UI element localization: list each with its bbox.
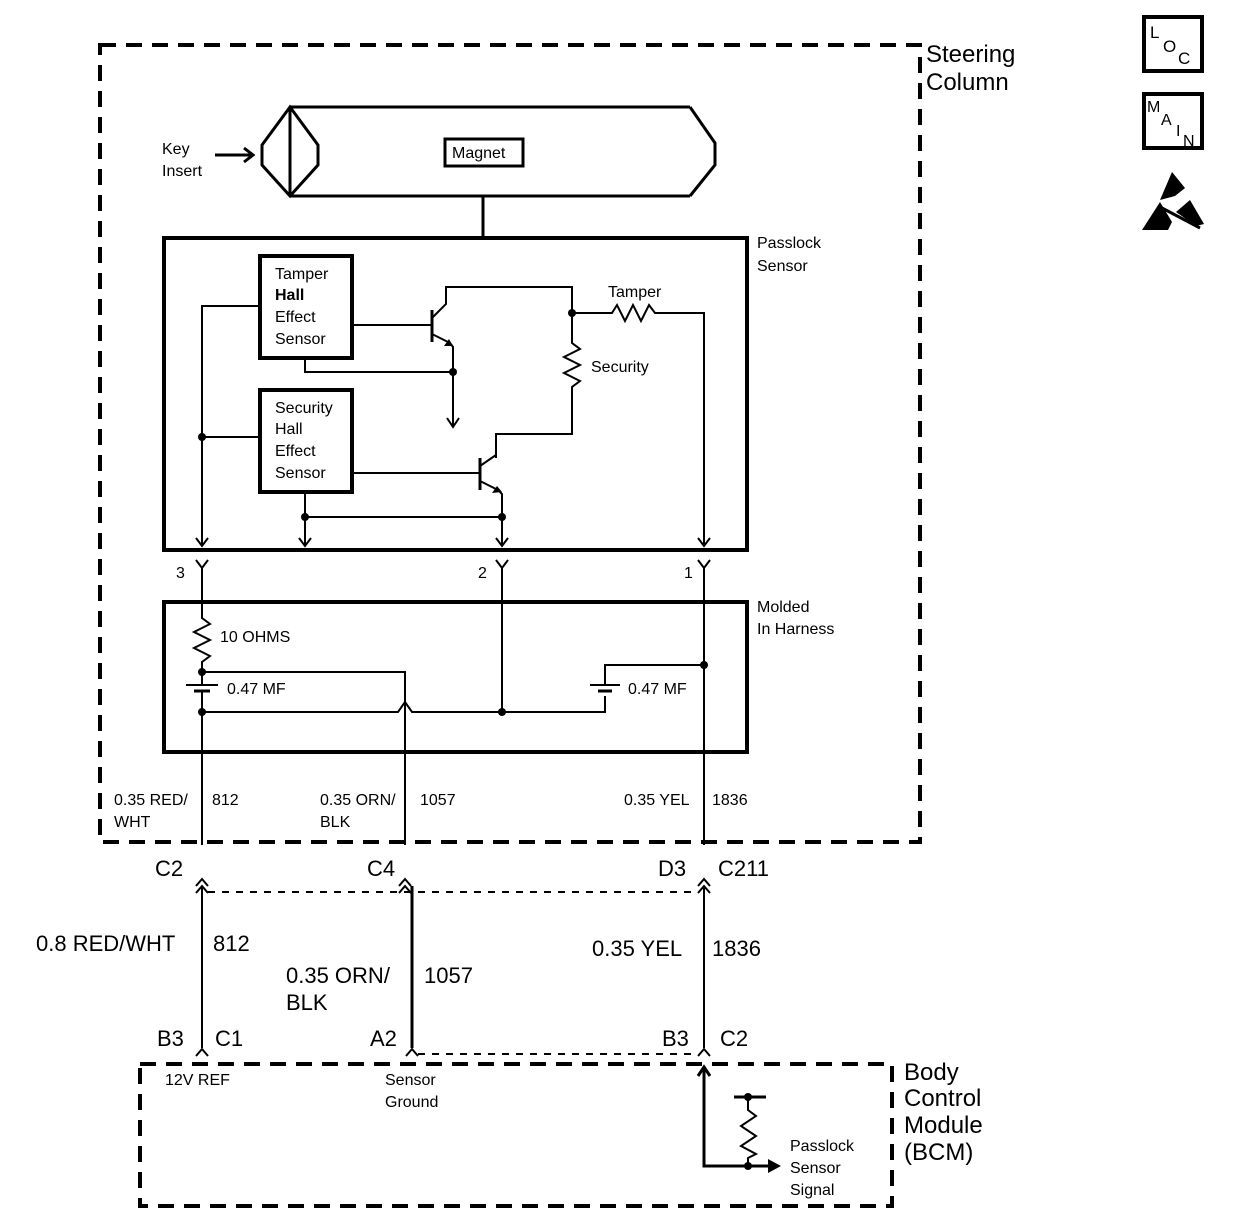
resistor-10-ohms: [191, 568, 213, 672]
security-resistor-label: Security: [591, 359, 649, 376]
molded-harness-label-2: In Harness: [757, 621, 834, 638]
svg-text:D3: D3: [658, 856, 686, 881]
passlock-sensor-box: [162, 236, 749, 552]
pin-1-label: 1: [684, 565, 693, 582]
sensor-ground-label: Sensor: [385, 1072, 436, 1089]
security-resistor: [495, 313, 583, 458]
key-insert-label: Key: [162, 141, 190, 158]
key-insert-arrow-icon: [215, 146, 256, 164]
svg-text:C: C: [1178, 49, 1190, 68]
passlock-sensor-label: Passlock: [757, 235, 822, 252]
pullup-resistor: [739, 1097, 759, 1166]
bcm-connector-c1[interactable]: B3 C1: [157, 1026, 243, 1057]
svg-text:Signal: Signal: [790, 1182, 834, 1199]
steering-column-label-2: Column: [926, 69, 1009, 96]
pin-2-terminal: [495, 559, 509, 570]
svg-text:C2: C2: [155, 856, 183, 881]
tamper-resistor-label: Tamper: [608, 284, 662, 301]
molded-harness-label: Molded: [757, 599, 809, 616]
magnet-label: Magnet: [452, 145, 506, 162]
esd-warning-icon[interactable]: [1142, 172, 1204, 230]
svg-text:0.35 RED/: 0.35 RED/: [114, 792, 188, 809]
svg-text:BLK: BLK: [320, 814, 351, 831]
svg-text:Effect: Effect: [275, 443, 316, 460]
svg-text:1057: 1057: [420, 792, 456, 809]
svg-text:C4: C4: [367, 856, 395, 881]
bcm-label: Body Control Module (BCM): [904, 1059, 983, 1166]
svg-text:B3: B3: [157, 1026, 184, 1051]
sensor-ground-label-2: Ground: [385, 1094, 438, 1111]
svg-text:M: M: [1147, 99, 1160, 116]
svg-text:Sensor: Sensor: [790, 1160, 841, 1177]
svg-text:0.8 RED/WHT: 0.8 RED/WHT: [36, 931, 175, 956]
loc-icon[interactable]: L O C: [1142, 15, 1204, 73]
12v-ref-label: 12V REF: [165, 1072, 230, 1089]
svg-text:N: N: [1183, 133, 1195, 150]
svg-text:Body: Body: [904, 1059, 959, 1086]
inner-wire-1057: 0.35 ORN/ BLK 1057: [320, 792, 456, 831]
capacitor-right-label: 0.47 MF: [628, 681, 687, 698]
passlock-signal-circuit: [696, 1064, 781, 1173]
outer-wire-1836: 0.35 YEL 1836: [592, 936, 761, 961]
tamper-resistor: [572, 302, 705, 545]
svg-text:(BCM): (BCM): [904, 1139, 973, 1166]
passlock-sensor-label-2: Sensor: [757, 258, 808, 275]
svg-text:1836: 1836: [712, 936, 761, 961]
svg-text:1057: 1057: [424, 963, 473, 988]
svg-text:Hall: Hall: [275, 287, 304, 304]
svg-text:Tamper: Tamper: [275, 266, 329, 283]
tamper-transistor: [352, 286, 573, 429]
svg-text:BLK: BLK: [286, 990, 328, 1015]
connector-c211-name: C211: [718, 856, 769, 881]
svg-text:0.35 ORN/: 0.35 ORN/: [320, 792, 396, 809]
svg-text:Effect: Effect: [275, 309, 316, 326]
resistor-label: 10 OHMS: [220, 629, 290, 646]
svg-text:L: L: [1150, 23, 1159, 42]
svg-text:0.35 YEL: 0.35 YEL: [624, 792, 690, 809]
svg-text:1836: 1836: [712, 792, 748, 809]
svg-text:Control: Control: [904, 1085, 981, 1112]
security-transistor: [352, 454, 509, 548]
main-icon[interactable]: M A I N: [1142, 92, 1204, 150]
svg-text:C1: C1: [215, 1026, 243, 1051]
svg-text:Passlock: Passlock: [790, 1138, 855, 1155]
svg-text:0.35 ORN/: 0.35 ORN/: [286, 963, 391, 988]
pin-2-label: 2: [478, 565, 487, 582]
pin-1-terminal: [697, 559, 711, 570]
steering-column-label: Steering: [926, 41, 1015, 68]
key-insert-label-2: Insert: [162, 163, 203, 180]
svg-text:Security: Security: [275, 400, 333, 417]
svg-text:A: A: [1161, 112, 1172, 129]
svg-text:B3: B3: [662, 1026, 689, 1051]
inner-wire-812: 0.35 RED/ WHT 812: [114, 792, 239, 831]
svg-text:Module: Module: [904, 1112, 983, 1139]
capacitor-left-label: 0.47 MF: [227, 681, 286, 698]
svg-text:812: 812: [212, 792, 239, 809]
steering-column-boundary: [98, 43, 922, 844]
pin-3-terminal: [195, 559, 209, 570]
svg-text:Sensor: Sensor: [275, 465, 326, 482]
svg-text:812: 812: [213, 931, 250, 956]
magnet-box: [443, 137, 525, 168]
bcm-connector-c2[interactable]: B3 C2: [662, 1026, 748, 1057]
svg-text:WHT: WHT: [114, 814, 151, 831]
bcm-boundary: [138, 1062, 894, 1208]
svg-text:Hall: Hall: [275, 421, 303, 438]
inner-wire-1836: 0.35 YEL 1836: [624, 792, 748, 809]
bcm-connector-a2[interactable]: A2: [370, 1026, 419, 1057]
key-cylinder: [260, 104, 717, 199]
passlock-sensor-signal-label: Passlock Sensor Signal: [790, 1138, 855, 1199]
pin-3-label: 3: [176, 565, 185, 582]
svg-text:0.35 YEL: 0.35 YEL: [592, 936, 682, 961]
outer-wire-1057: 0.35 ORN/ BLK 1057: [286, 963, 473, 1015]
molded-harness-box: [162, 600, 749, 754]
outer-wire-812: 0.8 RED/WHT 812: [36, 931, 250, 956]
connector-c211[interactable]: C2 C4 D3 C211: [155, 856, 769, 894]
svg-text:C2: C2: [720, 1026, 748, 1051]
svg-text:Sensor: Sensor: [275, 331, 326, 348]
svg-text:O: O: [1163, 37, 1176, 56]
svg-text:A2: A2: [370, 1026, 397, 1051]
svg-text:I: I: [1176, 123, 1180, 140]
